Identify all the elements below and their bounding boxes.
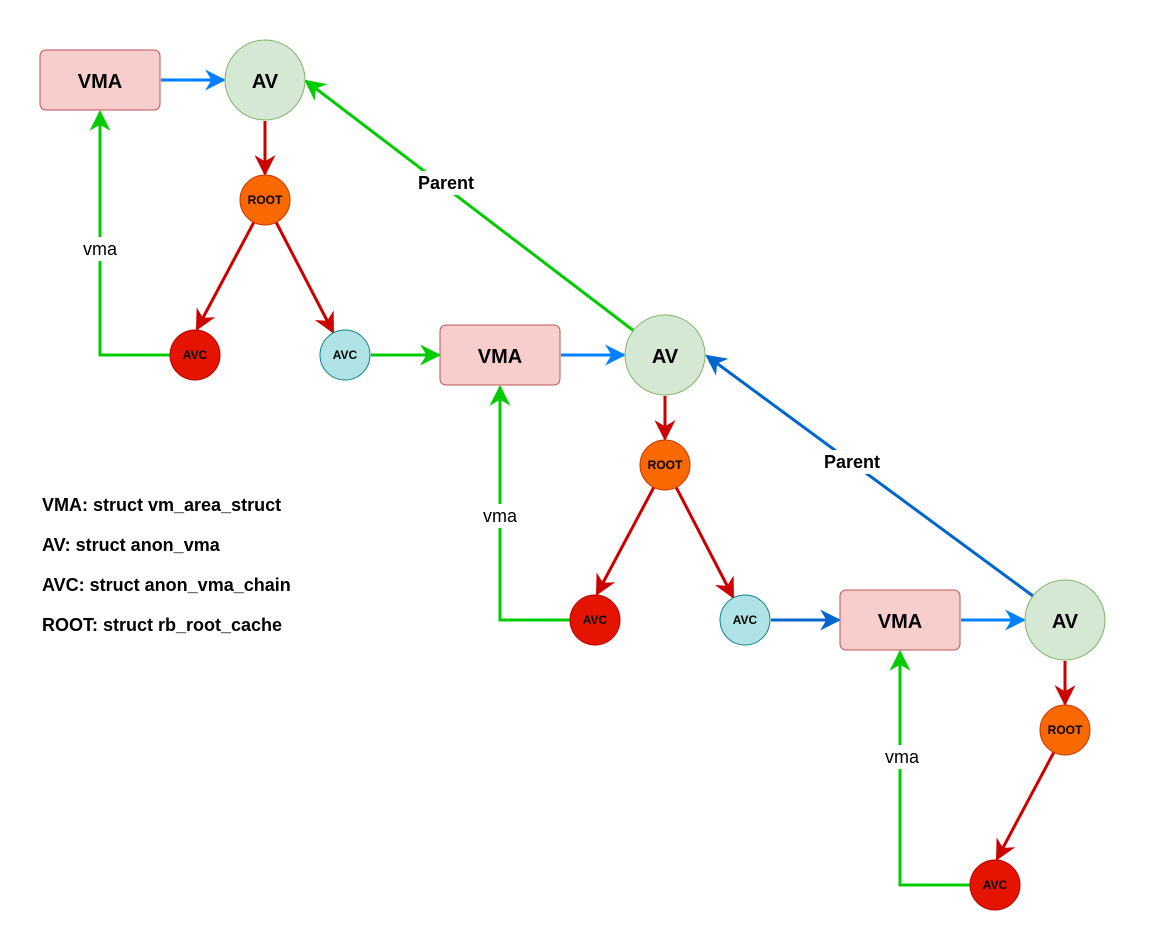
edge-label-vma-1: vma xyxy=(83,239,118,259)
vma-node-1: VMA xyxy=(39,49,161,111)
edge-root2-to-avc2a xyxy=(595,486,656,596)
edge-root3-to-avc3a xyxy=(995,751,1056,861)
svg-text:AV: AV xyxy=(252,71,279,93)
svg-text:VMA: VMA xyxy=(478,346,522,368)
svg-text:AVC: AVC xyxy=(583,613,608,627)
svg-text:AVC: AVC xyxy=(733,613,758,627)
svg-text:ROOT: ROOT xyxy=(648,458,683,472)
svg-text:ROOT: ROOT xyxy=(248,193,283,207)
av-node-2: AV xyxy=(624,314,706,396)
root-node-1: ROOT xyxy=(239,174,291,226)
avc-node-1b: AVC xyxy=(319,329,371,381)
legend-item-av: AV: struct anon_vma xyxy=(42,535,220,555)
svg-text:ROOT: ROOT xyxy=(1048,723,1083,737)
vma-node-3: VMA xyxy=(839,589,961,651)
edge-root2-to-avc2b xyxy=(674,486,735,599)
svg-text:AV: AV xyxy=(652,346,679,368)
avc-node-1a: AVC xyxy=(169,329,221,381)
edge-avc1a-vma-to-vma1 xyxy=(89,109,170,357)
edge-avc2a-vma-to-vma2 xyxy=(489,384,570,622)
svg-text:VMA: VMA xyxy=(78,71,122,93)
edge-av3-parent-av2 xyxy=(705,354,1034,598)
vma-node-2: VMA xyxy=(439,324,561,386)
svg-text:AVC: AVC xyxy=(183,348,208,362)
edge-root1-to-avc1b xyxy=(274,221,335,334)
edge-root1-to-avc1a xyxy=(195,221,256,331)
edge-label-vma-3: vma xyxy=(885,747,920,767)
root-node-3: ROOT xyxy=(1039,704,1091,756)
edge-label-parent-2: Parent xyxy=(824,452,880,472)
svg-text:VMA: VMA xyxy=(878,611,922,633)
root-node-2: ROOT xyxy=(639,439,691,491)
edge-avc3a-vma-to-vma3 xyxy=(889,649,970,887)
edge-label-vma-2: vma xyxy=(483,506,518,526)
legend-item-root: ROOT: struct rb_root_cache xyxy=(42,615,283,635)
legend: VMA: struct vm_area_struct AV: struct an… xyxy=(42,493,291,653)
svg-text:AV: AV xyxy=(1052,611,1079,633)
avc-node-2a: AVC xyxy=(569,594,621,646)
edge-av2-parent-av1 xyxy=(304,79,635,333)
avc-node-3a: AVC xyxy=(969,859,1021,911)
av-node-1: AV xyxy=(224,39,306,121)
legend-item-avc: AVC: struct anon_vma_chain xyxy=(42,575,291,595)
edge-label-parent-1: Parent xyxy=(418,173,474,193)
avc-node-2b: AVC xyxy=(719,594,771,646)
svg-text:AVC: AVC xyxy=(983,878,1008,892)
legend-item-vma: VMA: struct vm_area_struct xyxy=(42,495,282,515)
av-node-3: AV xyxy=(1024,579,1106,661)
svg-text:AVC: AVC xyxy=(333,348,358,362)
